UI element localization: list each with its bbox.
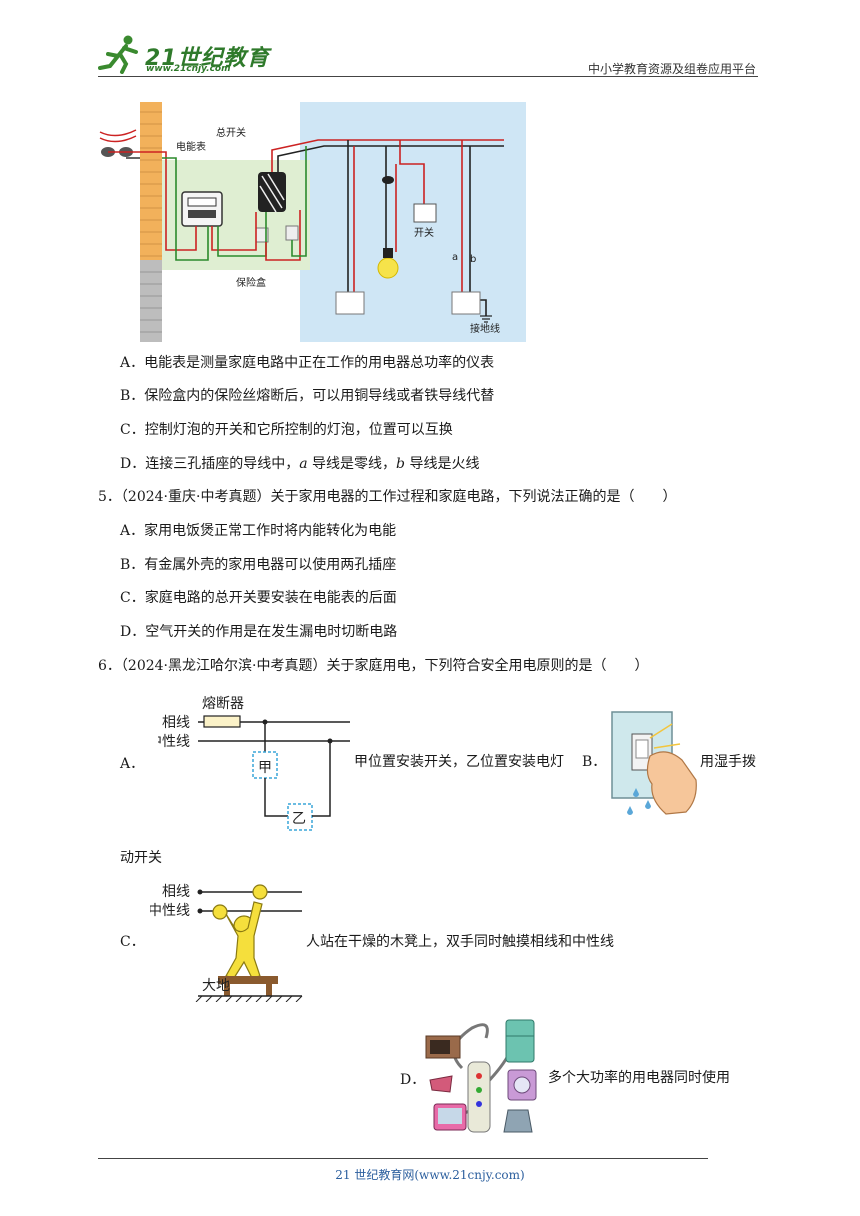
q6-option-b-text-part2: 动开关	[120, 850, 162, 866]
light-bulb-icon	[377, 176, 399, 279]
electric-meter-icon	[181, 191, 223, 227]
label-yi: 乙	[292, 811, 306, 827]
overloaded-outlet-figure	[425, 1019, 537, 1133]
q6-option-c-letter: C．	[120, 934, 145, 950]
q6-option-c-text: 人站在干燥的木凳上，双手同时触摸相线和中性线	[306, 934, 614, 950]
label-neutral-wire: 中性线	[150, 903, 190, 919]
insulator-icon	[99, 129, 140, 159]
wall-switch-icon	[413, 203, 437, 223]
label-ground: 接地线	[470, 322, 500, 335]
three-pin-socket-icon	[451, 291, 481, 315]
q5-option-a: A．家用电饭煲正常工作时将内能转化为电能	[120, 523, 397, 539]
label-ground: 大地	[202, 978, 230, 994]
platform-title: 中小学教育资源及组卷应用平台	[587, 62, 756, 76]
q5-option-c: C．家庭电路的总开关要安装在电能表的后面	[120, 590, 397, 606]
label-switch: 开关	[414, 226, 434, 239]
logo-runner-icon	[98, 35, 138, 74]
household-circuit-figure: 电能表 总开关 保险盒 开关 接地线 a b	[99, 102, 526, 342]
q6-option-a-text: 甲位置安装开关，乙位置安装电灯	[354, 754, 564, 770]
wet-hand-switch-icon	[611, 711, 697, 815]
q4-option-d: D．连接三孔插座的导线中，a 导线是零线，b 导线是火线	[120, 456, 480, 472]
label-neutral-wire: 中性线	[158, 734, 190, 750]
q6-option-d-text: 多个大功率的用电器同时使用	[548, 1070, 730, 1086]
label-wire-b: b	[470, 254, 476, 265]
fridge-icon	[505, 1019, 535, 1063]
logo-text: 21世纪教育	[145, 46, 270, 71]
q5-stem: 5．（2024·重庆·中考真题）关于家用电器的工作过程和家庭电路，下列说法正确的…	[98, 489, 677, 505]
label-main-switch: 总开关	[216, 126, 246, 139]
q4-option-b: B．保险盒内的保险丝熔断后，可以用铜导线或者铁导线代替	[120, 388, 495, 404]
q6-stem: 6．（2024·黑龙江哈尔滨·中考真题）关于家庭用电，下列符合安全用电原则的是（…	[98, 658, 649, 674]
q6-option-d-letter: D．	[400, 1072, 426, 1088]
person-touching-wires-figure: 相线 中性线 大地	[150, 884, 303, 1002]
label-live-wire: 相线	[162, 715, 190, 731]
label-wire-a: a	[452, 252, 458, 263]
footer-divider	[98, 1158, 708, 1159]
q4-option-a: A．电能表是测量家庭电路中正在工作的用电器总功率的仪表	[120, 355, 495, 371]
kettle-icon	[503, 1109, 533, 1133]
label-live-wire: 相线	[162, 884, 190, 900]
person-icon	[212, 884, 268, 979]
label-jia: 甲	[258, 760, 272, 776]
page-footer: 21 世纪教育网(www.21cnjy.com)	[335, 1168, 525, 1182]
circuit-fuse-diagram: 熔断器 相线 中性线 甲 乙	[158, 696, 350, 831]
brick-wall	[140, 102, 162, 342]
q5-option-d: D．空气开关的作用是在发生漏电时切断电路	[120, 624, 398, 640]
label-fuse: 熔断器	[202, 696, 244, 712]
main-switch-icon	[258, 172, 286, 213]
header-divider	[98, 76, 758, 77]
page-header: 21世纪教育 www.21cnjy.com 中小学教育资源及组卷应用平台	[0, 0, 860, 80]
q6-option-a-letter: A．	[120, 756, 145, 772]
q5-option-b: B．有金属外壳的家用电器可以使用两孔插座	[120, 557, 397, 573]
q6-option-b-letter: B．	[582, 754, 607, 770]
iron-icon	[429, 1075, 453, 1093]
two-pin-socket-icon	[335, 291, 365, 315]
wooden-stool-icon	[218, 976, 278, 984]
fuse-icon	[203, 715, 241, 728]
q6-option-b-text-part1: 用湿手拨	[700, 754, 756, 770]
label-meter: 电能表	[176, 140, 206, 153]
fuse-box-icon	[285, 225, 299, 241]
logo-url: www.21cnjy.com	[146, 64, 231, 74]
label-fuse-box: 保险盒	[236, 276, 266, 289]
q4-option-c: C．控制灯泡的开关和它所控制的灯泡，位置可以互换	[120, 422, 453, 438]
power-strip-icon	[467, 1061, 491, 1133]
